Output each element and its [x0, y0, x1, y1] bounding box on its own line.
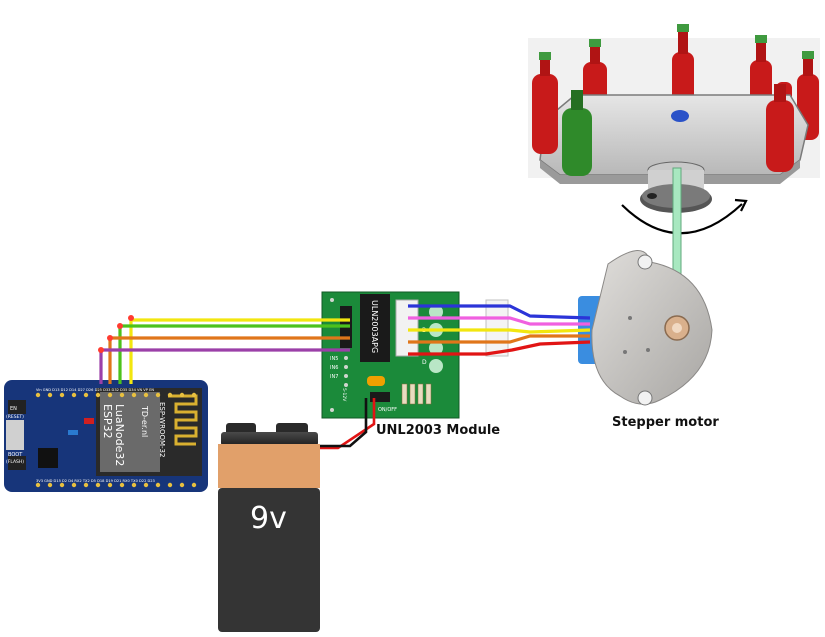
battery-body	[218, 488, 320, 632]
wire-yellow	[129, 318, 350, 384]
esp32-top-pin-labels: Vin GND D13 D12 D14 D27 D26 D25 D33 D32 …	[36, 388, 154, 392]
module-label: ESP-WROOM-32	[158, 402, 166, 457]
boot-sub-label: (FLASH)	[6, 459, 24, 465]
board-maker-label: TD-er.nl	[140, 405, 149, 437]
signal-wires	[99, 318, 350, 384]
power-led	[367, 376, 385, 386]
voltage-label: 5-12V	[341, 388, 347, 402]
esp32-board: Vin GND D13 D12 D14 D27 D26 D25 D33 D32 …	[4, 380, 208, 492]
usb-port	[6, 420, 24, 450]
wire-red-motor	[408, 340, 591, 356]
bottle	[766, 84, 794, 172]
wire-orange	[108, 336, 350, 384]
esp32-bottom-pin-labels: 3V3 GND D15 D2 D4 RX2 TX2 D5 D18 D19 D21…	[36, 479, 155, 483]
bottle-carousel	[528, 24, 820, 235]
bottle	[562, 90, 592, 176]
stepper-motor-label: Stepper motor	[612, 415, 719, 430]
input-label-7: IN7	[330, 374, 338, 380]
en-sub-label: (RESET)	[6, 414, 24, 420]
motor-wires	[408, 304, 591, 356]
battery-orange-cap	[218, 444, 320, 488]
switch-label: ON/OFF	[378, 407, 397, 413]
wire-blue	[408, 304, 591, 320]
wire-green	[118, 324, 350, 384]
en-label: EN	[10, 406, 17, 412]
board-name-label: LuaNode32	[113, 404, 126, 466]
wire-pink	[408, 316, 590, 326]
antenna-trace	[168, 394, 198, 446]
board-chip-label: ESP32	[101, 404, 114, 439]
center-knob	[671, 110, 689, 122]
regulator-chip	[38, 448, 58, 468]
uln2003-chip	[360, 294, 390, 362]
bottle	[532, 52, 558, 154]
wire-purple	[99, 348, 350, 384]
power-jumper	[370, 392, 390, 402]
wire-orange-motor	[408, 334, 590, 344]
input-label-5: IN5	[330, 356, 338, 362]
wire-yellow-motor	[408, 328, 591, 334]
battery-voltage-label: 9v	[250, 501, 287, 536]
battery-9v: 9v	[218, 423, 320, 632]
boot-button[interactable]	[8, 456, 26, 470]
motor-socket	[395, 299, 419, 357]
en-button[interactable]	[8, 400, 26, 414]
boot-label: BOOT	[8, 452, 23, 458]
input-label-6: IN6	[330, 365, 338, 371]
driver-module-label: UNL2003 Module	[376, 423, 501, 438]
chip-text: ULN2003APG	[370, 300, 379, 353]
motor-plug	[485, 299, 509, 357]
stepper-motor	[578, 250, 713, 406]
led-label-d: D	[422, 359, 427, 366]
